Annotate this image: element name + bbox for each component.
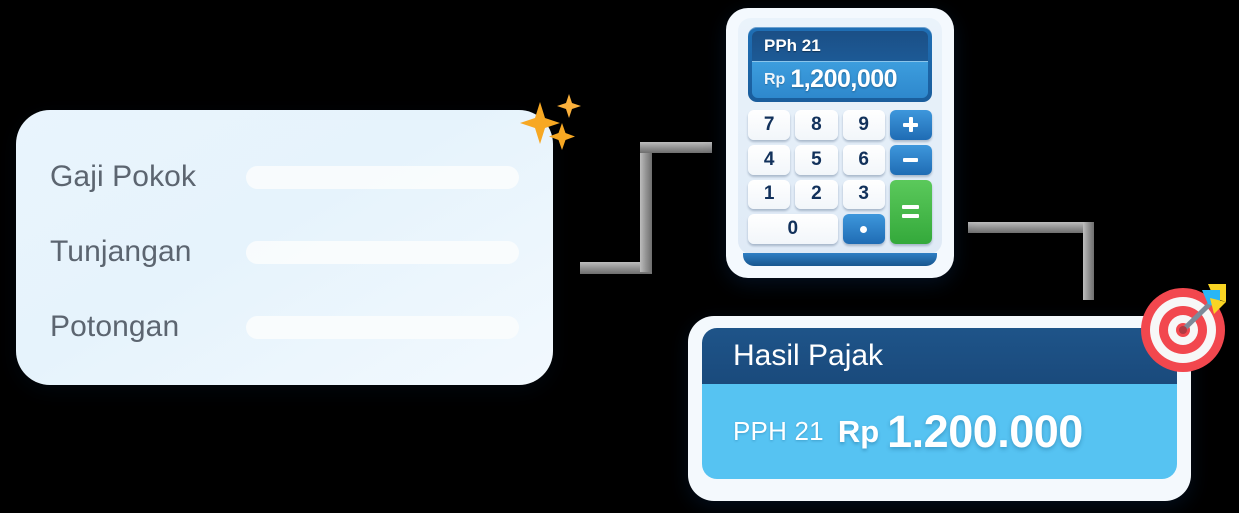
field-row-tunjangan[interactable]: Tunjangan — [50, 235, 519, 269]
calculator-display-title: PPh 21 — [752, 31, 928, 61]
key-1[interactable]: 1 — [748, 179, 791, 210]
minus-icon — [903, 157, 919, 162]
tax-result-body: PPH 21 Rp 1.200.000 — [702, 384, 1177, 479]
tax-result-tag: PPH 21 — [733, 416, 824, 446]
key-3[interactable]: 3 — [842, 179, 885, 210]
connector-line-calculator-to-result-horizontal — [968, 222, 1094, 233]
key-plus[interactable] — [889, 110, 932, 140]
calculator-currency-symbol: Rp — [764, 70, 786, 88]
calculator-widget: PPh 21 Rp 1,200,000 7 8 9 4 5 6 1 2 3 — [726, 8, 954, 278]
key-8[interactable]: 8 — [795, 110, 838, 140]
key-5[interactable]: 5 — [795, 144, 838, 175]
connector-line-calculator-to-result-drop — [1083, 222, 1094, 300]
tax-result-card: Hasil Pajak PPH 21 Rp 1.200.000 — [688, 316, 1191, 501]
calculator-amount: 1,200,000 — [790, 65, 898, 93]
key-decimal[interactable] — [842, 214, 885, 244]
field-row-potongan[interactable]: Potongan — [50, 310, 519, 344]
salary-input-card: Gaji Pokok Tunjangan Potongan — [16, 110, 553, 385]
tax-result-amount: 1.200.000 — [887, 405, 1083, 457]
tax-result-inner: Hasil Pajak PPH 21 Rp 1.200.000 — [702, 328, 1177, 479]
direct-hit-target-icon — [1141, 284, 1226, 372]
equals-icon — [902, 205, 920, 219]
field-label-gaji-pokok: Gaji Pokok — [50, 160, 197, 193]
tax-result-header: Hasil Pajak — [702, 328, 1177, 384]
field-label-tunjangan: Tunjangan — [50, 235, 192, 268]
plus-icon — [903, 117, 919, 133]
calculator-body: PPh 21 Rp 1,200,000 7 8 9 4 5 6 1 2 3 — [738, 18, 942, 254]
tax-result-currency-symbol: Rp — [837, 413, 880, 449]
key-equals[interactable] — [889, 179, 932, 244]
field-input-potongan[interactable] — [246, 315, 519, 339]
key-minus[interactable] — [889, 144, 932, 175]
field-input-gaji-pokok[interactable] — [246, 165, 519, 189]
key-9[interactable]: 9 — [842, 110, 885, 140]
key-7[interactable]: 7 — [748, 110, 791, 140]
key-4[interactable]: 4 — [748, 144, 791, 175]
key-2[interactable]: 2 — [795, 179, 838, 210]
calculator-display: PPh 21 Rp 1,200,000 — [748, 27, 932, 102]
calculator-keypad: 7 8 9 4 5 6 1 2 3 0 — [748, 110, 932, 244]
sparkles-icon — [520, 94, 581, 150]
key-6[interactable]: 6 — [842, 144, 885, 175]
connector-line-form-to-calculator-upper — [640, 142, 712, 153]
field-label-potongan: Potongan — [50, 310, 180, 343]
field-input-tunjangan[interactable] — [246, 240, 519, 264]
calculator-base-strip — [743, 253, 937, 266]
calculator-display-value: Rp 1,200,000 — [752, 61, 928, 98]
decimal-point-icon — [860, 225, 868, 233]
key-0[interactable]: 0 — [748, 214, 838, 244]
connector-line-form-to-calculator-riser — [640, 142, 652, 272]
connector-line-form-to-calculator-lower — [580, 262, 652, 274]
field-row-gaji-pokok[interactable]: Gaji Pokok — [50, 160, 519, 194]
